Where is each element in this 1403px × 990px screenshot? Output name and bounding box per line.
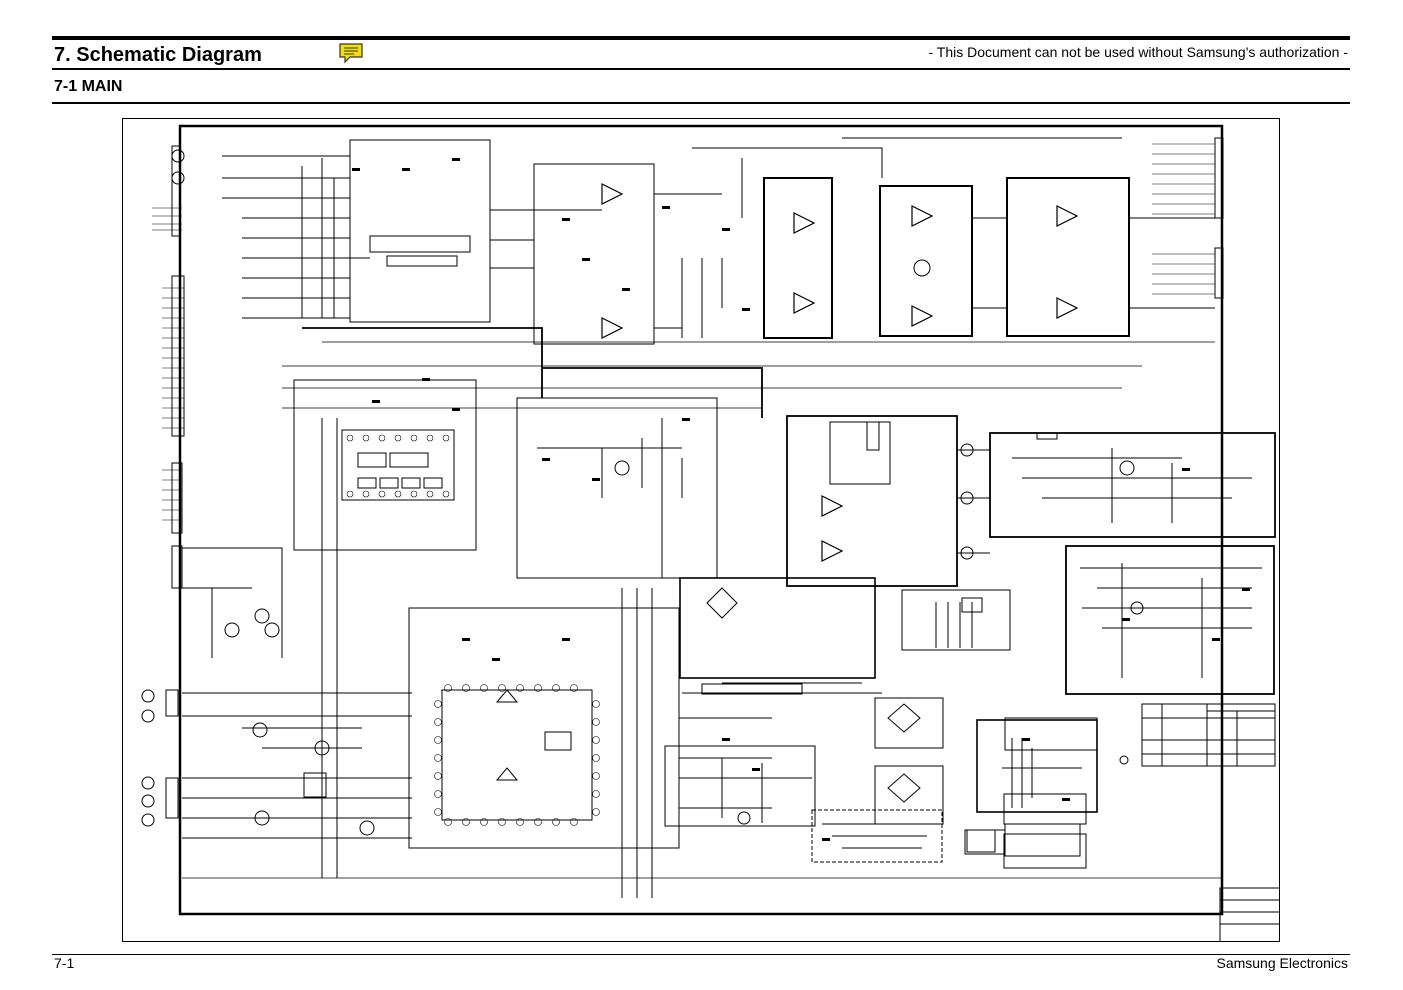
section-title: 7-1 MAIN xyxy=(54,78,123,95)
company-name: Samsung Electronics xyxy=(1216,955,1348,971)
authorization-notice: - This Document can not be used without … xyxy=(928,44,1348,60)
page-number: 7-1 xyxy=(54,955,75,971)
header-divider xyxy=(52,68,1350,70)
comment-note-icon[interactable] xyxy=(338,42,364,64)
section-divider xyxy=(52,102,1350,104)
footer-rule xyxy=(52,954,1350,955)
main-schematic-diagram xyxy=(122,118,1280,942)
header-top-rule xyxy=(52,36,1350,40)
page-title: 7. Schematic Diagram xyxy=(54,44,262,66)
